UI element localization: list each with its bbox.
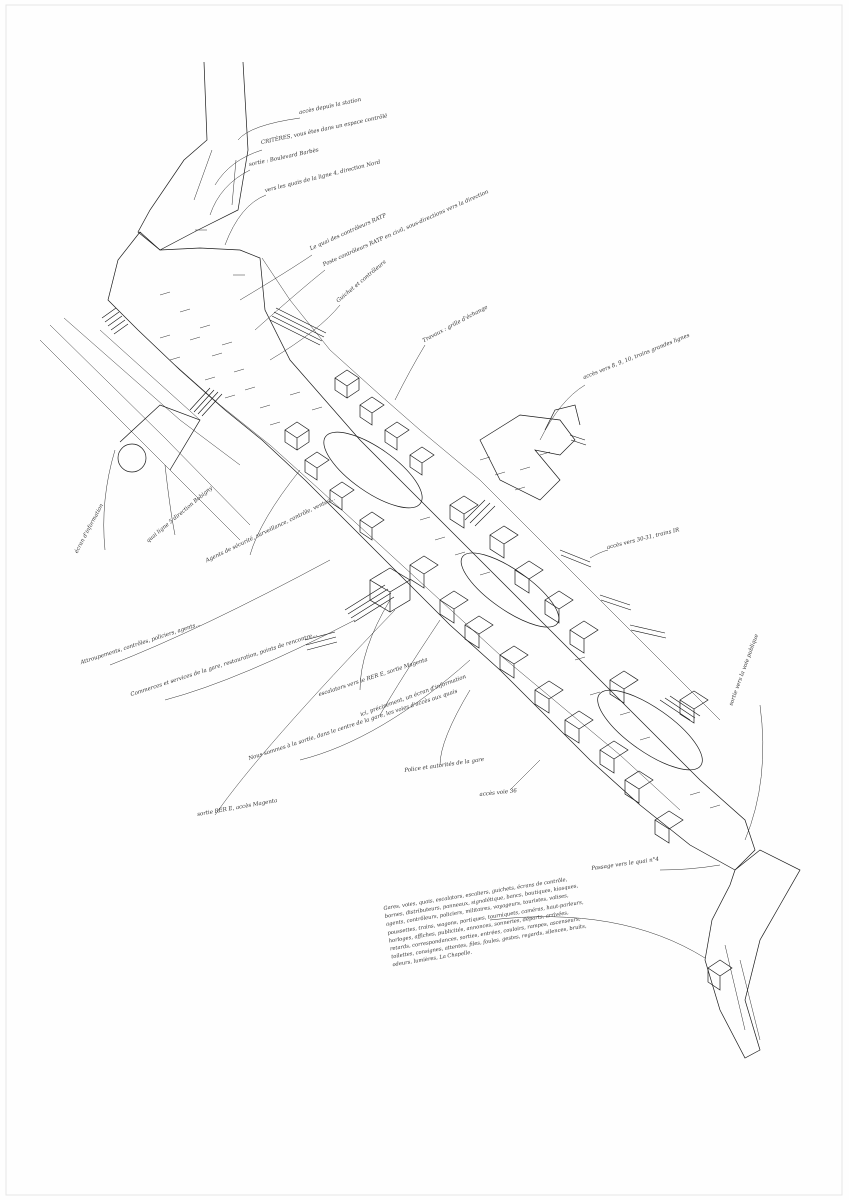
upper-corridor [137, 61, 249, 251]
right-annex [479, 404, 581, 501]
lower-corridor [704, 849, 801, 1059]
sheet-border [5, 4, 843, 1196]
floor-marks [159, 229, 721, 809]
oval-pavilions [323, 431, 703, 771]
leader-lines [103, 117, 764, 959]
main-concourse [107, 231, 756, 871]
kiosk-cubes [284, 369, 709, 844]
circular-stair [117, 443, 147, 473]
stair-hatches [101, 307, 701, 721]
street-lines [39, 317, 251, 541]
